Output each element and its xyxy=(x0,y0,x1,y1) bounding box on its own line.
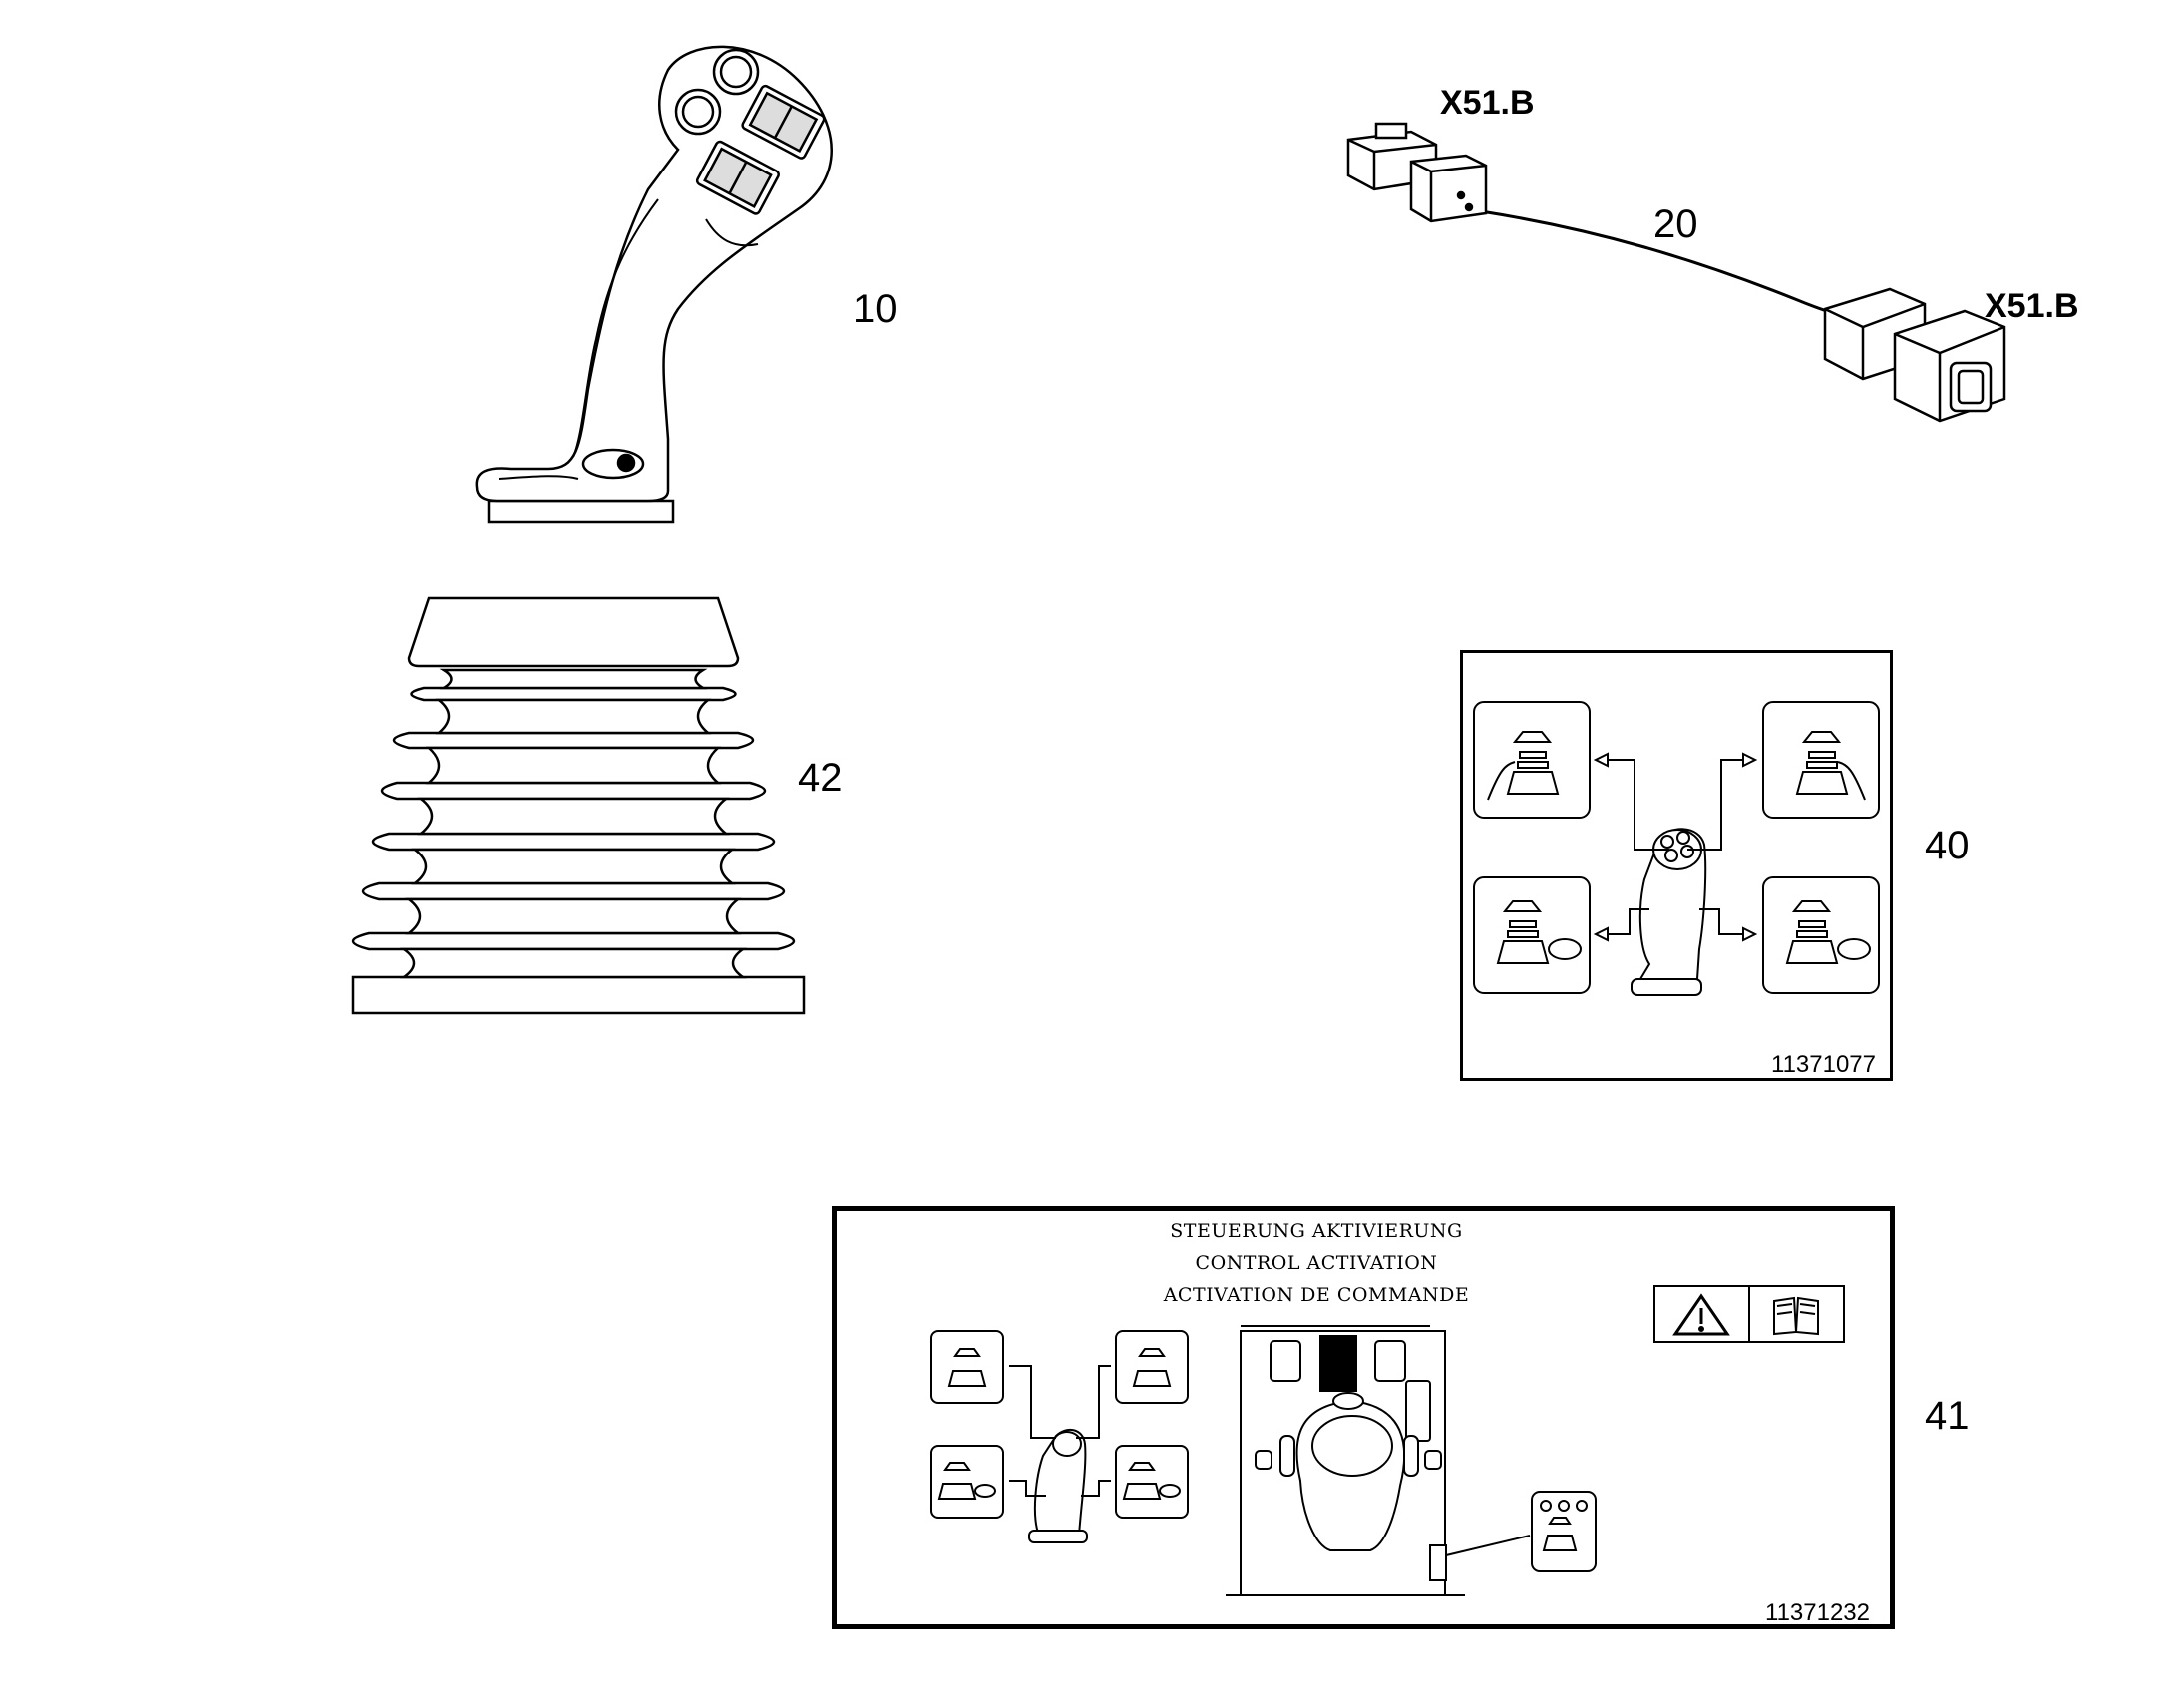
rubber-bellows xyxy=(351,596,806,1015)
decal-41-title-fr: ACTIVATION DE COMMANDE xyxy=(1163,1284,1470,1306)
decal-40-ref: 11371077 xyxy=(1771,1051,1876,1078)
decal-40-frame xyxy=(1460,650,1893,1081)
decal-41-title-en: CONTROL ACTIVATION xyxy=(1195,1252,1438,1274)
part-number-10: 10 xyxy=(853,287,898,331)
decal-40-graphic xyxy=(1473,701,1880,996)
decal-41-graphic xyxy=(930,1285,1845,1596)
joystick-handle xyxy=(475,45,833,524)
connector-label-right: X51.B xyxy=(1985,287,2079,325)
connector-label-left: X51.B xyxy=(1440,84,1535,122)
part-number-42: 42 xyxy=(798,756,843,800)
wire-harness xyxy=(1346,122,2006,423)
decal-41-ref: 11371232 xyxy=(1765,1599,1870,1626)
function-icon-boom-left xyxy=(1473,701,1591,819)
warning-triangle-icon xyxy=(1672,1293,1730,1336)
decal-41-title-de: STEUERUNG AKTIVIERUNG xyxy=(1170,1220,1463,1242)
manual-book-icon xyxy=(1773,1296,1819,1336)
part-number-41: 41 xyxy=(1925,1394,1970,1438)
function-icon-boom-right xyxy=(1762,701,1880,819)
decal-41-frame xyxy=(832,1206,1895,1629)
part-number-40: 40 xyxy=(1925,824,1970,867)
part-number-20: 20 xyxy=(1653,202,1698,246)
